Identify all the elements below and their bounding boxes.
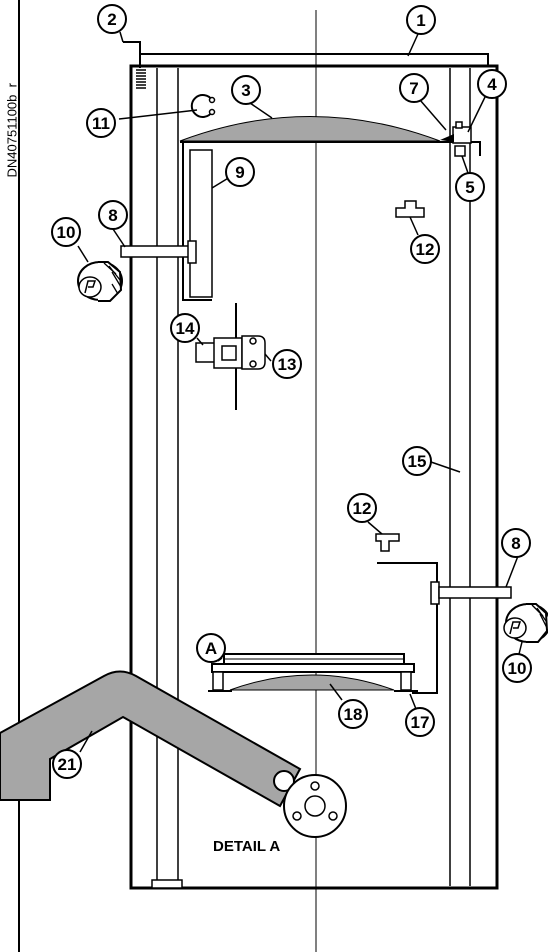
- callout-circle: [402, 446, 432, 476]
- callout-label: 10: [57, 223, 76, 242]
- callout-c4: 4: [477, 69, 507, 99]
- callout-c2: 2: [97, 4, 127, 34]
- callout-label: 3: [241, 81, 250, 100]
- right-knob: [503, 603, 548, 643]
- callout-circle: [477, 69, 507, 99]
- callout-circle: [86, 108, 116, 138]
- callout-c13: 13: [272, 349, 302, 379]
- callout-circle: [98, 200, 128, 230]
- callout-circle: [455, 172, 485, 202]
- callout-c17: 17: [405, 707, 435, 737]
- callout-circle: [405, 707, 435, 737]
- lower-tray: [208, 653, 418, 692]
- callout-circle: [502, 653, 532, 683]
- callout-circle: [52, 749, 82, 779]
- callout-label: 4: [487, 75, 497, 94]
- callout-label: 7: [409, 79, 418, 98]
- callout-label: 8: [108, 206, 117, 225]
- callout-c10b: 10: [502, 653, 532, 683]
- clip-ring: [190, 94, 213, 118]
- callout-label: A: [205, 639, 217, 658]
- callout-c21: 21: [52, 749, 82, 779]
- latch-stop: [454, 145, 466, 157]
- upper-t-piece: [395, 200, 425, 218]
- callout-c1: 1: [406, 5, 436, 35]
- base-block: [151, 879, 183, 889]
- callout-circle: [51, 217, 81, 247]
- left-rod: [120, 245, 190, 258]
- detail-a-label: DETAIL A: [213, 838, 280, 855]
- callout-label: 18: [344, 705, 363, 724]
- callout-c14: 14: [170, 313, 200, 343]
- callout-circle: [97, 4, 127, 34]
- callout-c12b: 12: [347, 493, 377, 523]
- callout-label: 15: [408, 452, 427, 471]
- lower-lens: [229, 674, 395, 691]
- callout-label: 12: [353, 499, 372, 518]
- callout-circle: [406, 5, 436, 35]
- callout-circle: [196, 633, 226, 663]
- right-rod: [438, 586, 512, 599]
- callout-c9: 9: [225, 157, 255, 187]
- vertical-panel: [189, 149, 213, 298]
- left-rod-flange: [187, 240, 197, 264]
- callout-circle: [170, 313, 200, 343]
- callout-label: 5: [465, 178, 474, 197]
- callout-label: 1: [416, 11, 425, 30]
- panel-frame: [182, 142, 212, 301]
- detail-a-flange: [283, 774, 347, 838]
- callout-label: 13: [278, 355, 297, 374]
- callout-circle: [399, 73, 429, 103]
- latch-screw: [455, 121, 463, 129]
- left-knob: [77, 261, 123, 302]
- heater-coil: [136, 69, 146, 89]
- callout-label: 21: [58, 755, 77, 774]
- hinge-latch: [195, 335, 266, 370]
- callout-label: 8: [511, 534, 520, 553]
- callout-c11: 11: [86, 108, 116, 138]
- clip-end-bottom: [208, 108, 216, 116]
- latch-block: [452, 126, 472, 144]
- clip-end-top: [208, 96, 216, 104]
- latch-wedge: [440, 134, 454, 142]
- callout-c15: 15: [402, 446, 432, 476]
- callout-circle: [501, 528, 531, 558]
- tank-outline: [129, 64, 499, 890]
- callout-c12a: 12: [410, 234, 440, 264]
- callout-circle: [272, 349, 302, 379]
- callout-label: 17: [411, 713, 430, 732]
- callout-c18: 18: [338, 699, 368, 729]
- lower-bracket: [377, 562, 438, 694]
- callout-c10a: 10: [51, 217, 81, 247]
- callout-circle: [410, 234, 440, 264]
- top-cover-plate: [139, 53, 489, 67]
- callout-label: 12: [416, 240, 435, 259]
- lever-arm: [0, 670, 302, 808]
- upper-lid: [179, 116, 441, 142]
- lower-t-piece: [375, 533, 400, 552]
- callout-label: 10: [508, 659, 527, 678]
- callout-label: 9: [235, 163, 244, 182]
- callout-circle: [225, 157, 255, 187]
- callout-c8b: 8: [501, 528, 531, 558]
- callout-label: 2: [107, 10, 116, 29]
- callout-c8a: 8: [98, 200, 128, 230]
- callout-cA: A: [196, 633, 226, 663]
- callout-c5: 5: [455, 172, 485, 202]
- leader-lines: [77, 31, 523, 753]
- lever-pivot-hole: [273, 770, 295, 792]
- callout-c3: 3: [231, 75, 261, 105]
- callout-label: 14: [176, 319, 195, 338]
- right-rod-flange: [430, 581, 440, 605]
- callout-circle: [231, 75, 261, 105]
- callout-circle: [338, 699, 368, 729]
- callout-circle: [347, 493, 377, 523]
- heater-wire: [123, 41, 141, 68]
- callout-c7: 7: [399, 73, 429, 103]
- callout-label: 11: [92, 114, 110, 133]
